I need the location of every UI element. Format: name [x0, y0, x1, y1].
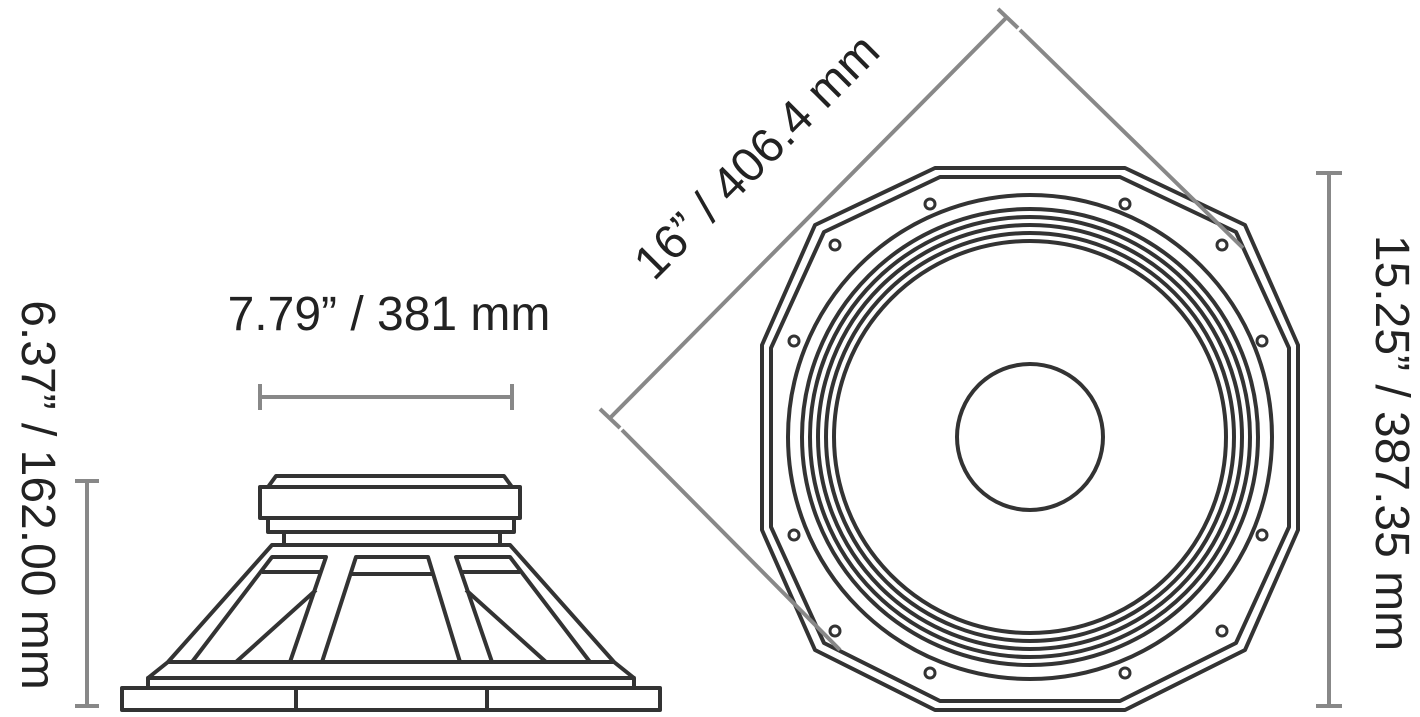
dimension-height	[1316, 171, 1342, 708]
front-surround-ring-4	[824, 231, 1236, 643]
dimension-depth	[75, 479, 99, 708]
side-basket-rim	[146, 676, 636, 690]
front-dust-cap	[955, 362, 1105, 512]
mounting-hole	[1118, 666, 1132, 680]
front-surround-ring-2	[808, 215, 1252, 659]
diameter-line-left	[608, 15, 1009, 420]
mounting-hole	[1255, 528, 1269, 542]
side-window-right-inner	[464, 588, 548, 664]
front-cone-edge	[832, 239, 1228, 635]
mounting-hole	[787, 334, 801, 348]
depth-label: 6.37” / 162.00 mm	[11, 300, 64, 690]
diameter-label: 16” / 406.4 mm	[624, 24, 890, 290]
side-basket-outline	[146, 543, 636, 680]
side-window-center	[320, 555, 462, 664]
front-surround-outer	[786, 193, 1274, 681]
front-frame-inner	[769, 175, 1291, 703]
side-magnet	[258, 485, 522, 520]
front-surround-ring-1	[800, 207, 1260, 667]
speaker-front-view	[760, 166, 1300, 712]
diameter-extension-top	[1018, 28, 1245, 250]
magnet-width-label: 7.79” / 381 mm	[228, 288, 551, 341]
height-label: 15.25” / 387.35 mm	[1365, 235, 1418, 651]
mounting-hole	[923, 666, 937, 680]
diameter-tick-top	[996, 7, 1020, 30]
mounting-hole	[1215, 624, 1229, 638]
dimension-diameter	[598, 7, 1245, 652]
diameter-extension-left	[620, 428, 842, 652]
mounting-hole	[828, 624, 842, 638]
side-flange	[120, 686, 662, 712]
mounting-hole	[1215, 238, 1229, 252]
mounting-hole	[1255, 334, 1269, 348]
front-frame-outer	[760, 166, 1300, 712]
speaker-side-view	[120, 474, 662, 712]
side-window-left	[190, 555, 328, 664]
diameter-tick-left	[598, 407, 622, 430]
mounting-hole	[828, 238, 842, 252]
side-magnet-plate	[266, 516, 516, 534]
dimension-magnet-width	[258, 384, 514, 410]
front-surround-ring-3	[816, 223, 1244, 651]
mounting-hole	[923, 197, 937, 211]
mounting-hole	[787, 528, 801, 542]
side-window-left-inner	[234, 588, 318, 664]
side-magnet-cap	[266, 474, 514, 489]
mounting-hole	[1118, 197, 1132, 211]
